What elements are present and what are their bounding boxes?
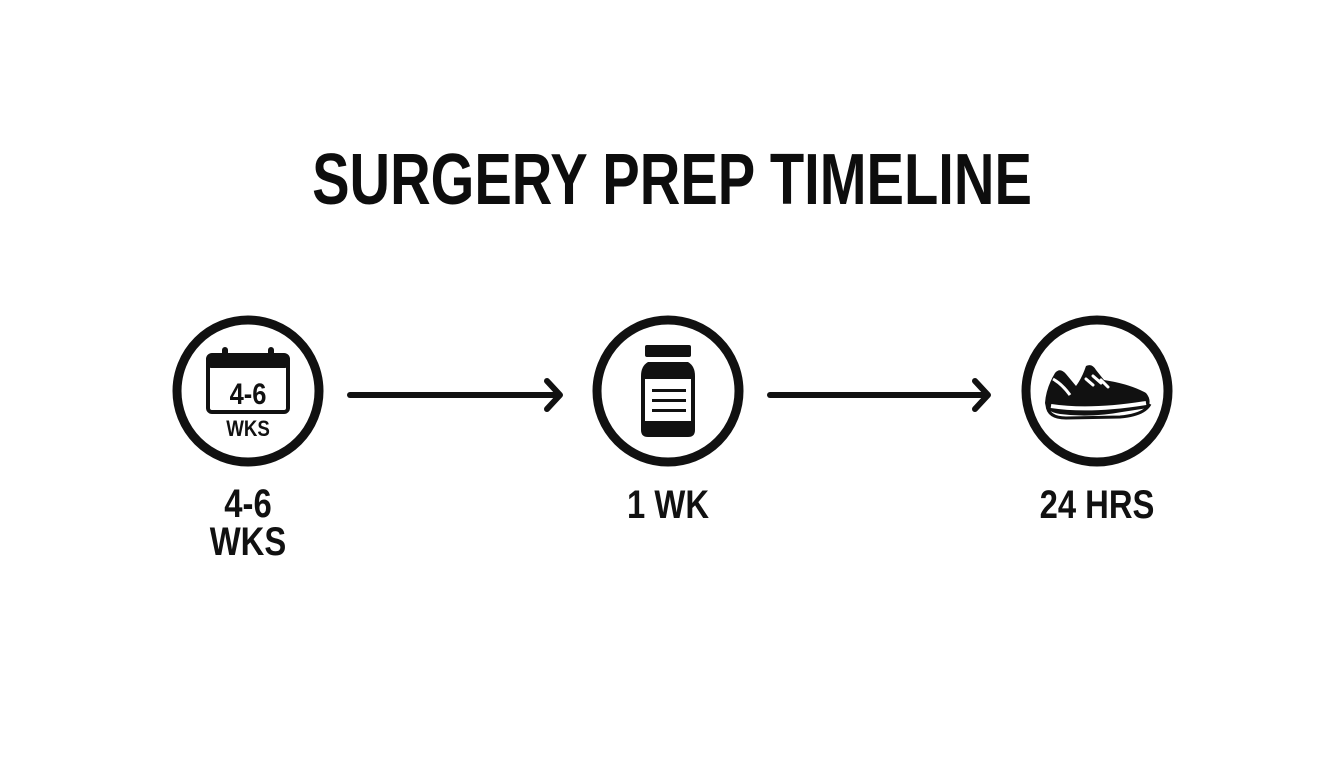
step-1-label-line2: WKS bbox=[209, 520, 287, 564]
step-3-label: 24 HRS bbox=[1023, 483, 1171, 527]
calendar-icon-text-top: 4-6 bbox=[230, 377, 267, 410]
page-title: SURGERY PREP TIMELINE bbox=[312, 140, 1032, 220]
step-2-node bbox=[592, 315, 744, 467]
arrow-right-icon bbox=[347, 378, 563, 412]
step-1-label-line1: 4-6 bbox=[224, 482, 272, 526]
sneaker-icon bbox=[1045, 365, 1152, 420]
calendar-icon: 4-6 WKS bbox=[206, 347, 290, 442]
step-2-label: 1 WK bbox=[602, 483, 733, 527]
step-3-label-line1: 24 HRS bbox=[1039, 483, 1155, 527]
arrow-right-icon bbox=[767, 378, 991, 412]
step-1-node: 4-6 WKS bbox=[172, 315, 324, 467]
step-2-label-line1: 1 WK bbox=[627, 483, 709, 527]
step-1-label: 4-6 WKS bbox=[182, 482, 313, 564]
step-3-node bbox=[1021, 315, 1173, 467]
calendar-icon-text-bottom: WKS bbox=[226, 418, 270, 442]
medicine-bottle-icon bbox=[641, 345, 695, 437]
